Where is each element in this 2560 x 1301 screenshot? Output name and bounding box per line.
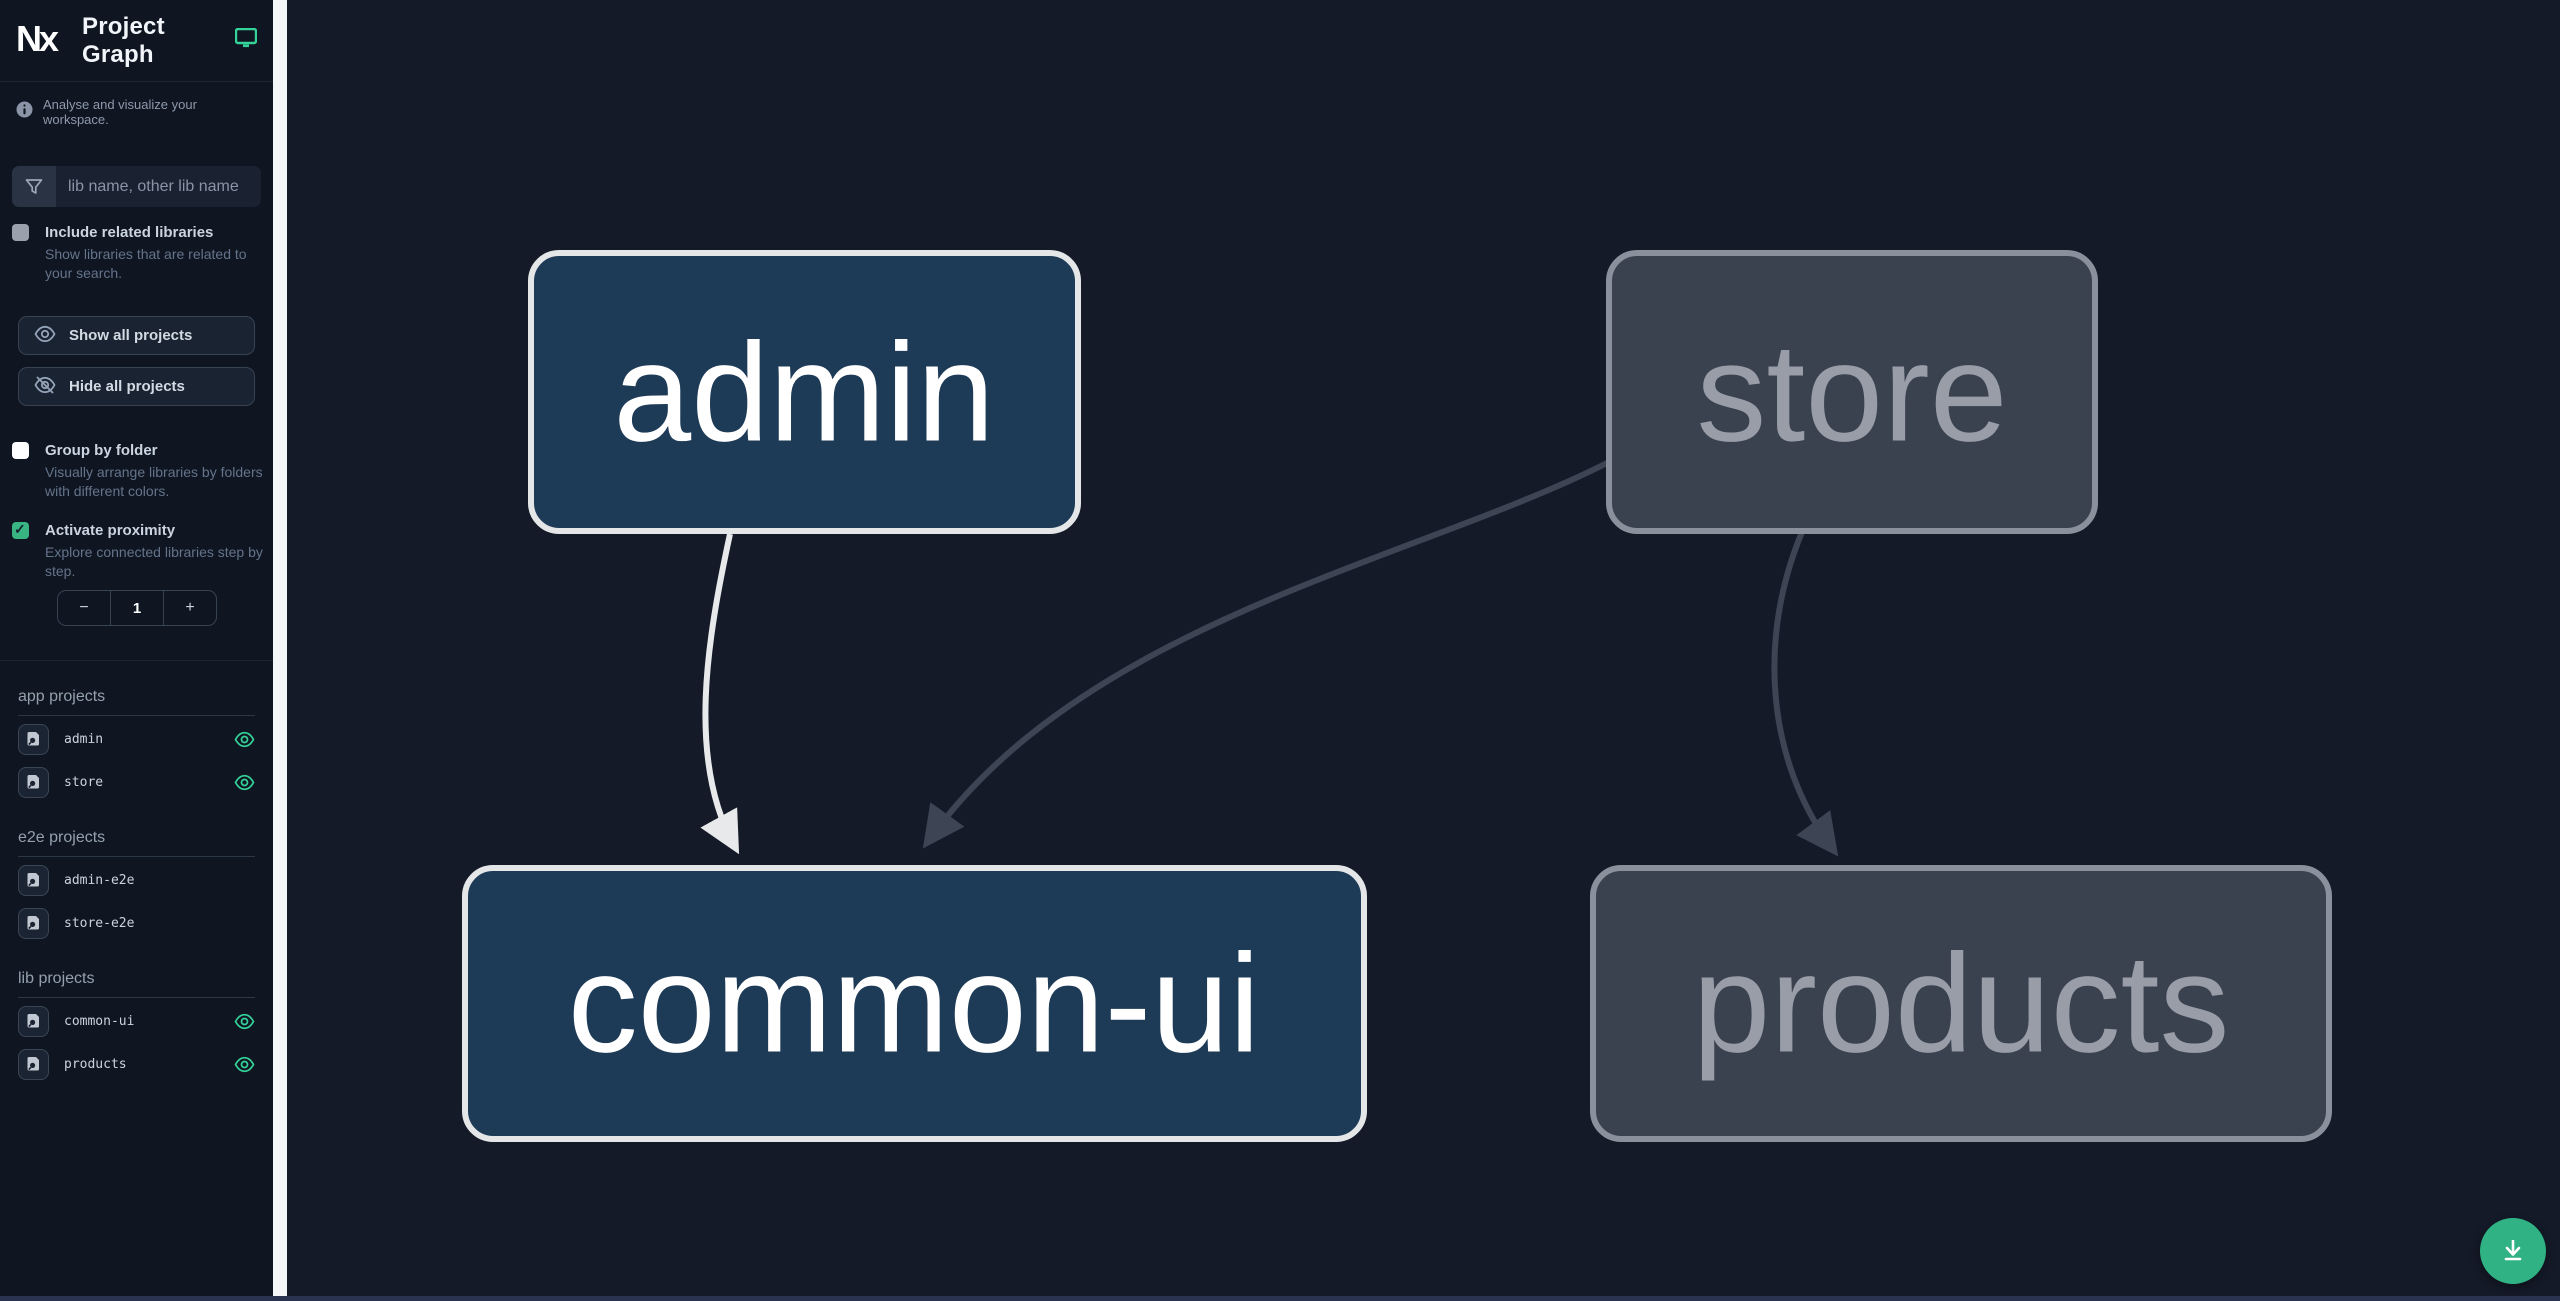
download-image-button[interactable] xyxy=(2480,1218,2546,1284)
edge-admin-common-ui[interactable] xyxy=(700,533,740,855)
activate-proximity-label: Activate proximity xyxy=(45,522,176,539)
hide-all-projects-label: Hide all projects xyxy=(69,378,185,395)
page-title: Project Graph xyxy=(82,12,165,68)
svg-text:common-ui: common-ui xyxy=(568,925,1260,1082)
svg-text:admin: admin xyxy=(613,314,994,471)
list-item-products[interactable]: products xyxy=(18,1044,255,1084)
project-name: products xyxy=(64,1056,127,1072)
list-item-admin[interactable]: admin xyxy=(18,719,255,759)
proximity-depth-stepper: − 1 + xyxy=(57,590,217,626)
project-name: admin xyxy=(64,731,104,747)
proximity-decrement-button[interactable]: − xyxy=(79,599,89,616)
proximity-increment-button[interactable]: + xyxy=(185,599,195,616)
focus-icon xyxy=(27,915,39,929)
horizontal-scrollbar[interactable] xyxy=(0,1296,2560,1301)
activate-proximity-description: Explore connected libraries step by step… xyxy=(45,544,263,579)
focus-icon xyxy=(27,872,39,886)
focus-project-button[interactable] xyxy=(18,723,49,755)
node-products[interactable]: products xyxy=(1590,865,2332,1142)
section-header-e2e-projects: e2e projects xyxy=(18,829,255,857)
include-related-checkbox[interactable] xyxy=(12,224,29,241)
focus-icon xyxy=(27,774,39,788)
info-icon xyxy=(16,101,33,123)
proximity-depth-value: 1 xyxy=(110,591,164,625)
visibility-eye-icon[interactable] xyxy=(234,774,255,791)
sidebar: Nx Project Graph Analyse and visualize y… xyxy=(0,0,273,1301)
svg-text:products: products xyxy=(1693,925,2230,1082)
search-input[interactable] xyxy=(56,166,261,207)
project-name: admin-e2e xyxy=(64,872,135,888)
focus-project-button[interactable] xyxy=(18,864,49,896)
list-item-common-ui[interactable]: common-ui xyxy=(18,1001,255,1041)
include-related-label: Include related libraries xyxy=(45,224,214,241)
svg-text:Nx: Nx xyxy=(16,18,59,59)
activate-proximity-option: Activate proximity Explore connected lib… xyxy=(12,521,263,581)
include-related-description: Show libraries that are related to your … xyxy=(45,246,247,281)
visibility-eye-icon[interactable] xyxy=(234,1013,255,1030)
visibility-eye-icon[interactable] xyxy=(234,731,255,748)
focus-icon xyxy=(27,1056,39,1070)
project-filter xyxy=(12,166,261,207)
show-all-projects-label: Show all projects xyxy=(69,327,193,344)
focus-project-button[interactable] xyxy=(18,1005,49,1037)
group-by-folder-option: Group by folder Visually arrange librari… xyxy=(12,441,263,501)
list-item-store[interactable]: store xyxy=(18,762,255,802)
graph-canvas[interactable]: admin store common-ui products xyxy=(287,0,2560,1301)
list-item-store-e2e[interactable]: store-e2e xyxy=(18,903,255,943)
download-icon xyxy=(2499,1236,2527,1267)
section-header-app-projects: app projects xyxy=(18,688,255,716)
svg-text:store: store xyxy=(1696,314,2007,471)
group-by-folder-checkbox[interactable] xyxy=(12,442,29,459)
node-store[interactable]: store xyxy=(1606,250,2098,534)
monitor-icon xyxy=(234,27,258,53)
activate-proximity-checkbox[interactable] xyxy=(12,521,29,539)
focus-project-button[interactable] xyxy=(18,907,49,939)
project-name: store-e2e xyxy=(64,915,135,931)
show-all-projects-button[interactable]: Show all projects xyxy=(18,316,255,355)
eye-icon xyxy=(34,325,56,347)
list-item-admin-e2e[interactable]: admin-e2e xyxy=(18,860,255,900)
focus-project-button[interactable] xyxy=(18,766,49,798)
workspace-intro: Analyse and visualize your workspace. xyxy=(0,82,273,127)
filter-icon xyxy=(12,166,56,207)
project-name: common-ui xyxy=(64,1013,135,1029)
visibility-eye-icon[interactable] xyxy=(234,1056,255,1073)
nx-logo: Nx xyxy=(16,15,62,66)
sidebar-header: Nx Project Graph xyxy=(0,0,273,82)
sidebar-resize-handle[interactable] xyxy=(273,0,287,1301)
project-lists: app projects admin xyxy=(0,688,273,1084)
edge-store-common-ui[interactable] xyxy=(922,459,1611,849)
project-name: store xyxy=(64,774,104,790)
focus-project-button[interactable] xyxy=(18,1048,49,1080)
include-related-option: Include related libraries Show libraries… xyxy=(12,223,261,283)
focus-icon xyxy=(27,731,39,745)
group-by-folder-label: Group by folder xyxy=(45,442,158,459)
group-by-folder-description: Visually arrange libraries by folders wi… xyxy=(45,464,263,499)
hide-all-projects-button[interactable]: Hide all projects xyxy=(18,367,255,406)
edge-store-products[interactable] xyxy=(1771,530,1839,857)
node-common-ui[interactable]: common-ui xyxy=(462,865,1367,1142)
section-header-lib-projects: lib projects xyxy=(18,970,255,998)
intro-text: Analyse and visualize your workspace. xyxy=(43,97,197,127)
focus-icon xyxy=(27,1013,39,1027)
sidebar-divider xyxy=(0,660,273,661)
eye-off-icon xyxy=(34,375,56,398)
node-admin[interactable]: admin xyxy=(528,250,1081,534)
